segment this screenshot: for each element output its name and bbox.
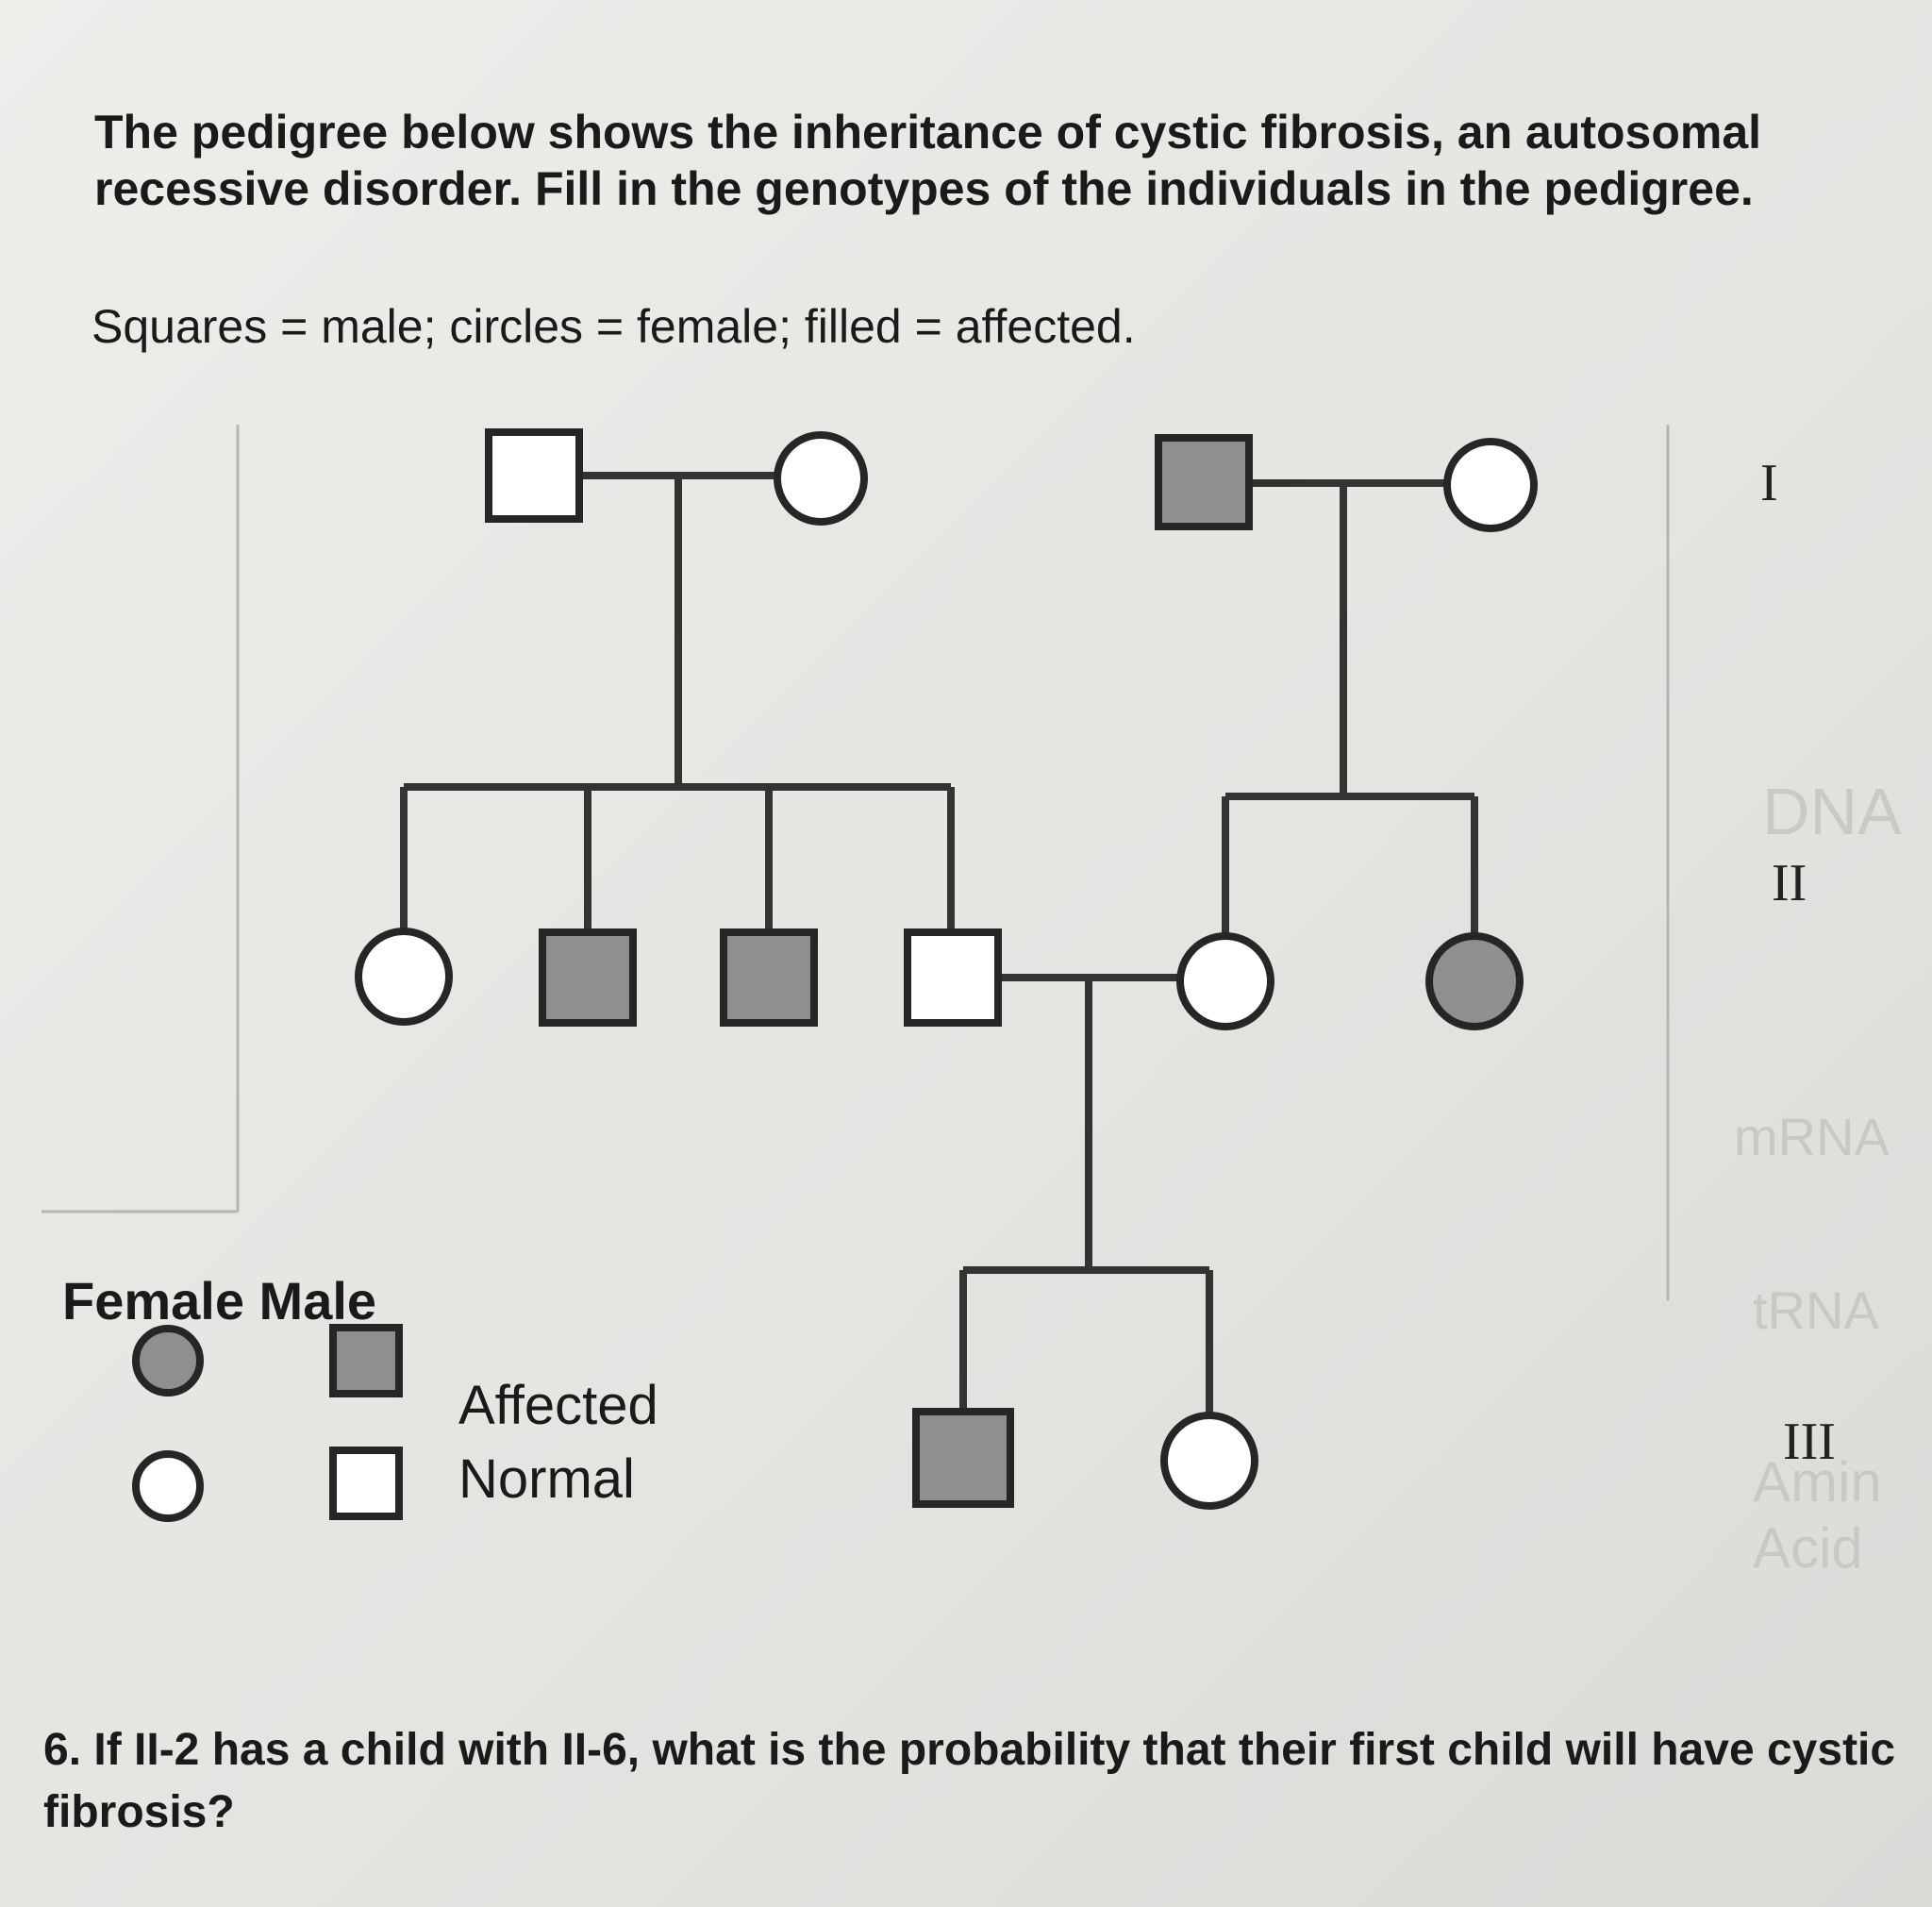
instructions-heading: The pedigree below shows the inheritance… <box>94 106 1762 215</box>
bleed-through-text-dna: DNA <box>1762 775 1902 848</box>
bleed-through-text-mrna: mRNA <box>1734 1107 1890 1166</box>
individual-ii6-affected-female <box>1425 932 1524 1030</box>
legend-header: Female Male <box>62 1271 377 1330</box>
individual-ii1-unaffected-female <box>355 928 453 1026</box>
bleed-through-text-acid: Acid <box>1753 1516 1863 1580</box>
generation-label-i: I <box>1760 454 1778 512</box>
individual-ii3-affected-male <box>720 928 818 1027</box>
bleed-through-text-trna: tRNA <box>1753 1280 1879 1340</box>
legend-affected-label: Affected <box>458 1375 658 1436</box>
individual-ii2-affected-male <box>539 928 637 1027</box>
legend-normal-female-symbol <box>132 1450 204 1522</box>
generation-label-iii: III <box>1783 1413 1836 1471</box>
individual-iii1-affected-male <box>912 1408 1014 1508</box>
individual-ii4-unaffected-male <box>904 928 1002 1027</box>
individual-i1-unaffected-male <box>485 428 583 523</box>
question-6: 6. If II-2 has a child with II-6, what i… <box>43 1725 1896 1837</box>
individual-iii2-unaffected-female <box>1160 1412 1258 1510</box>
legend-affected-male-symbol <box>329 1324 403 1397</box>
generation-label-ii: II <box>1772 854 1807 912</box>
symbol-key-text: Squares = male; circles = female; filled… <box>92 300 1136 353</box>
legend-normal-label: Normal <box>458 1448 635 1510</box>
individual-ii5-unaffected-female <box>1176 932 1274 1030</box>
individual-i4-unaffected-female <box>1443 438 1538 532</box>
legend-affected-female-symbol <box>132 1325 204 1397</box>
individual-i2-unaffected-female <box>774 431 868 526</box>
individual-i3-affected-male <box>1155 434 1253 530</box>
legend-normal-male-symbol <box>329 1447 403 1520</box>
bleed-through-text-amin: Amin <box>1753 1450 1882 1514</box>
